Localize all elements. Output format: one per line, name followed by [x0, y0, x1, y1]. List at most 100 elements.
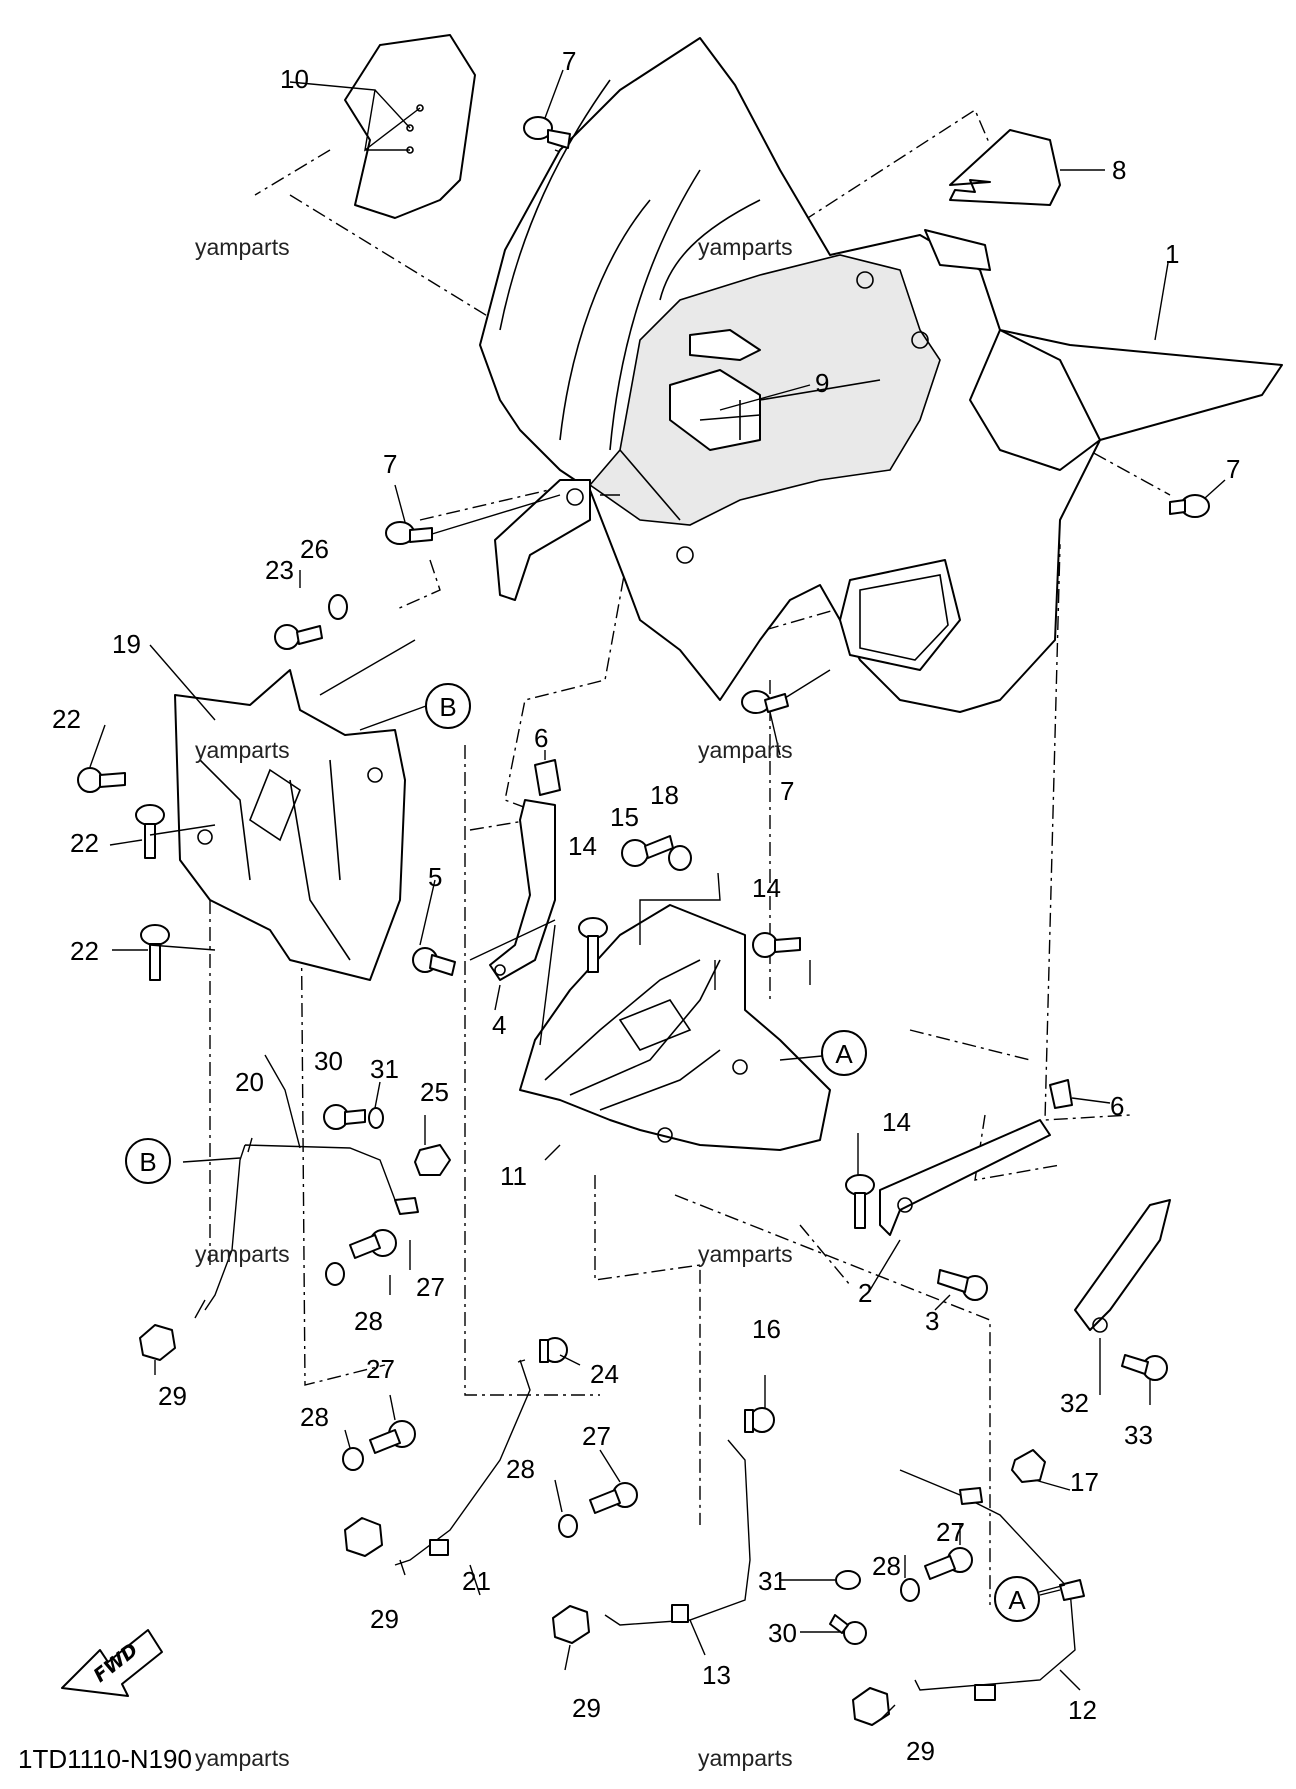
label-32: 32	[1060, 1388, 1089, 1418]
leader-lines	[89, 262, 1169, 1721]
label-22-b: 22	[70, 828, 99, 858]
bolt-part-27-b	[369, 1420, 416, 1454]
clip-part-6-right	[1049, 1079, 1111, 1109]
watermark: yamparts	[195, 1745, 290, 1771]
label-4: 4	[492, 1010, 506, 1040]
label-6-left: 6	[534, 723, 548, 753]
bolt-part-14-a	[578, 917, 608, 973]
label-28-d: 28	[872, 1551, 901, 1581]
stay-part-21	[394, 1359, 531, 1576]
bolt-part-33	[1121, 1354, 1168, 1381]
nut-part-17	[1011, 1449, 1046, 1483]
washer-part-31-a	[368, 1107, 384, 1129]
label-16: 16	[752, 1314, 781, 1344]
label-24: 24	[590, 1359, 619, 1389]
bolt-part-22-a	[77, 767, 126, 793]
callout-A-upper: A	[779, 1030, 867, 1076]
washer-part-28-d	[900, 1578, 920, 1602]
label-6-right: 6	[1110, 1091, 1124, 1121]
label-13: 13	[702, 1660, 731, 1690]
part-labels: 10 7 8 1 9 7 7 23 26 19 22 22 22 6 7 15 …	[52, 46, 1240, 1766]
label-26: 26	[300, 534, 329, 564]
grommet-part-16	[744, 1407, 775, 1433]
fastener-part-7-right	[1169, 479, 1226, 518]
clip-part-6-left	[534, 750, 561, 796]
label-14-b: 14	[752, 873, 781, 903]
label-30-b: 30	[768, 1618, 797, 1648]
watermark: yamparts	[698, 737, 793, 763]
label-15: 15	[610, 802, 639, 832]
watermark: yamparts	[698, 234, 793, 260]
decal-part-8	[949, 129, 1105, 206]
diagram-code: 1TD1110-N190	[18, 1744, 192, 1774]
label-27-c: 27	[582, 1421, 611, 1451]
washer-part-18	[668, 845, 692, 871]
watermark: yamparts	[698, 1241, 793, 1267]
watermark: yamparts	[698, 1745, 793, 1771]
label-31-a: 31	[370, 1054, 399, 1084]
bolt-part-27-c	[589, 1482, 638, 1514]
bolt-part-30-a	[323, 1104, 366, 1130]
bracket-part-2	[869, 1119, 1051, 1291]
label-27-d: 27	[936, 1517, 965, 1547]
washer-part-28-a	[325, 1262, 345, 1286]
label-22-c: 22	[70, 936, 99, 966]
callout-b-upper-label: B	[439, 692, 456, 722]
bolt-part-27-d	[924, 1547, 973, 1580]
watermark: yamparts	[195, 1241, 290, 1267]
label-9: 9	[815, 368, 829, 398]
label-27-a: 27	[416, 1272, 445, 1302]
washer-part-28-b	[342, 1447, 364, 1471]
label-7-left: 7	[383, 449, 397, 479]
label-14-c: 14	[882, 1107, 911, 1137]
label-7-bottom: 7	[780, 776, 794, 806]
label-29-d: 29	[906, 1736, 935, 1766]
label-8: 8	[1112, 155, 1126, 185]
grommet-part-24	[539, 1337, 568, 1363]
bolt-part-30-b	[829, 1614, 867, 1645]
label-22-a: 22	[52, 704, 81, 734]
label-1: 1	[1165, 239, 1179, 269]
bracket-part-32	[1074, 1199, 1171, 1333]
callout-a-upper-label: A	[835, 1039, 853, 1069]
stay-part-12	[899, 1469, 1085, 1701]
nut-part-29-a	[139, 1324, 176, 1361]
nut-part-29-c	[552, 1605, 590, 1644]
label-5: 5	[428, 862, 442, 892]
callout-B-upper: B	[359, 683, 471, 731]
fastener-part-7-bottom	[741, 669, 831, 756]
label-29-a: 29	[158, 1381, 187, 1411]
label-20: 20	[235, 1067, 264, 1097]
label-3: 3	[925, 1306, 939, 1336]
label-30-a: 30	[314, 1046, 343, 1076]
label-2: 2	[858, 1278, 872, 1308]
bolt-part-14-b	[752, 932, 801, 958]
bolt-part-3	[937, 1269, 988, 1301]
bolt-part-22-b	[135, 804, 165, 859]
bolt-part-27-a	[349, 1229, 397, 1259]
nut-part-29-b	[344, 1517, 383, 1557]
bracket-part-4	[489, 799, 556, 1011]
label-7-top: 7	[562, 46, 576, 76]
bolt-part-23	[274, 624, 323, 650]
label-25: 25	[420, 1077, 449, 1107]
label-28-c: 28	[506, 1454, 535, 1484]
washer-part-26	[328, 594, 348, 620]
bolt-part-5	[412, 947, 456, 976]
label-23: 23	[265, 555, 294, 585]
rear-fender-part-1	[479, 37, 1283, 713]
label-21: 21	[462, 1566, 491, 1596]
label-7-right: 7	[1226, 454, 1240, 484]
label-27-b: 27	[366, 1354, 395, 1384]
label-14-a: 14	[568, 831, 597, 861]
nut-part-29-d	[852, 1687, 890, 1726]
callout-B-lower: B	[125, 1138, 171, 1184]
washer-part-28-c	[558, 1514, 578, 1538]
label-33: 33	[1124, 1420, 1153, 1450]
watermarks: yamparts yamparts yamparts yamparts yamp…	[195, 234, 793, 1771]
bolt-part-22-c	[140, 924, 170, 981]
label-10: 10	[280, 64, 309, 94]
label-19: 19	[112, 629, 141, 659]
label-11: 11	[500, 1161, 527, 1191]
